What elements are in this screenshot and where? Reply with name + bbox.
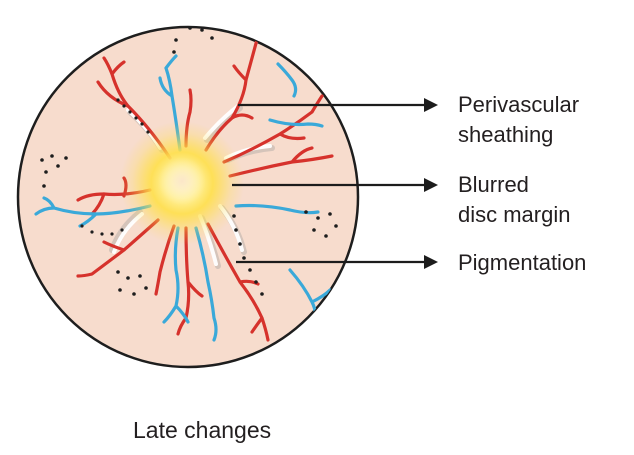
vein-bottom — [194, 226, 218, 342]
vein-right-upper — [268, 118, 324, 128]
optic-disc — [158, 157, 206, 205]
caption: Late changes — [133, 417, 271, 443]
vein-top-right — [276, 62, 298, 98]
pointer-blurred-margin — [232, 178, 438, 192]
veins — [34, 54, 332, 342]
pointer-perivascular — [238, 98, 438, 112]
artery-upper-left — [96, 56, 172, 160]
artery-right-upper — [222, 94, 324, 164]
label-blurred-line2: disc margin — [458, 202, 570, 227]
label-pigmentation: Pigmentation — [458, 250, 586, 275]
pigmentation-dots — [40, 27, 338, 296]
label-perivascular-line2: sheathing — [458, 122, 553, 147]
artery-right — [228, 146, 334, 178]
pointer-pigmentation — [236, 255, 438, 269]
label-perivascular-line1: Perivascular — [458, 92, 579, 117]
vein-right-lower — [234, 203, 320, 215]
label-blurred-line1: Blurred — [458, 172, 529, 197]
